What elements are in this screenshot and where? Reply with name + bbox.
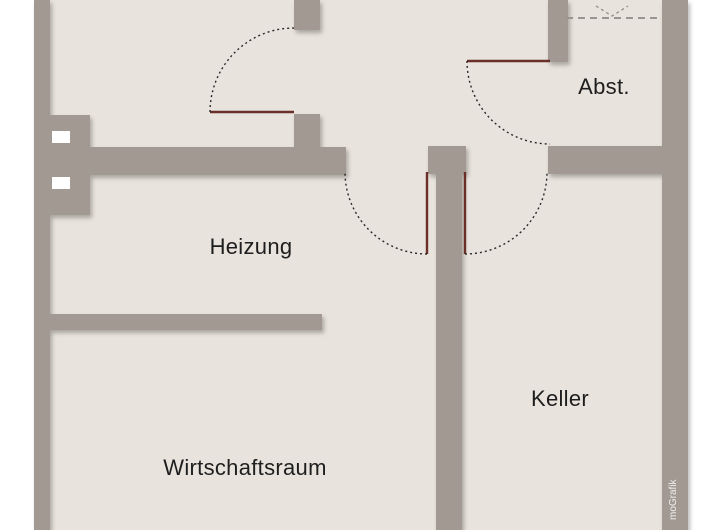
room-label-keller: Keller [531, 386, 589, 411]
door-swings [209, 27, 551, 255]
door-swing-abst [466, 60, 551, 145]
room-label-wirtschaftsraum: Wirtschaftsraum [163, 455, 326, 480]
floor-area [48, 0, 668, 530]
window-opening-lower [52, 177, 70, 189]
wall-horizontal-right [548, 146, 668, 174]
walls [34, 0, 688, 530]
room-label-abst: Abst. [578, 74, 630, 99]
dashed-marking [566, 5, 660, 19]
wall-horizontal-mid-left [50, 314, 322, 330]
door-swing-keller [464, 171, 548, 255]
door-swing-heizung [344, 171, 428, 255]
wall-center-cap [428, 146, 466, 174]
wall-left-outer [34, 0, 50, 530]
door-swing-top-left [209, 27, 295, 113]
credit-text: moGrafik [668, 478, 679, 520]
door-leaves [210, 59, 550, 254]
wall-right-outer [662, 0, 688, 530]
window-opening-upper [52, 131, 70, 143]
dashed-chevron [595, 5, 629, 17]
wall-center-vertical [436, 170, 462, 530]
wall-stub-abst-top [548, 0, 568, 62]
wall-stub-left-lower [294, 114, 320, 154]
wall-stub-top-left [294, 0, 320, 30]
room-label-heizung: Heizung [210, 234, 293, 259]
